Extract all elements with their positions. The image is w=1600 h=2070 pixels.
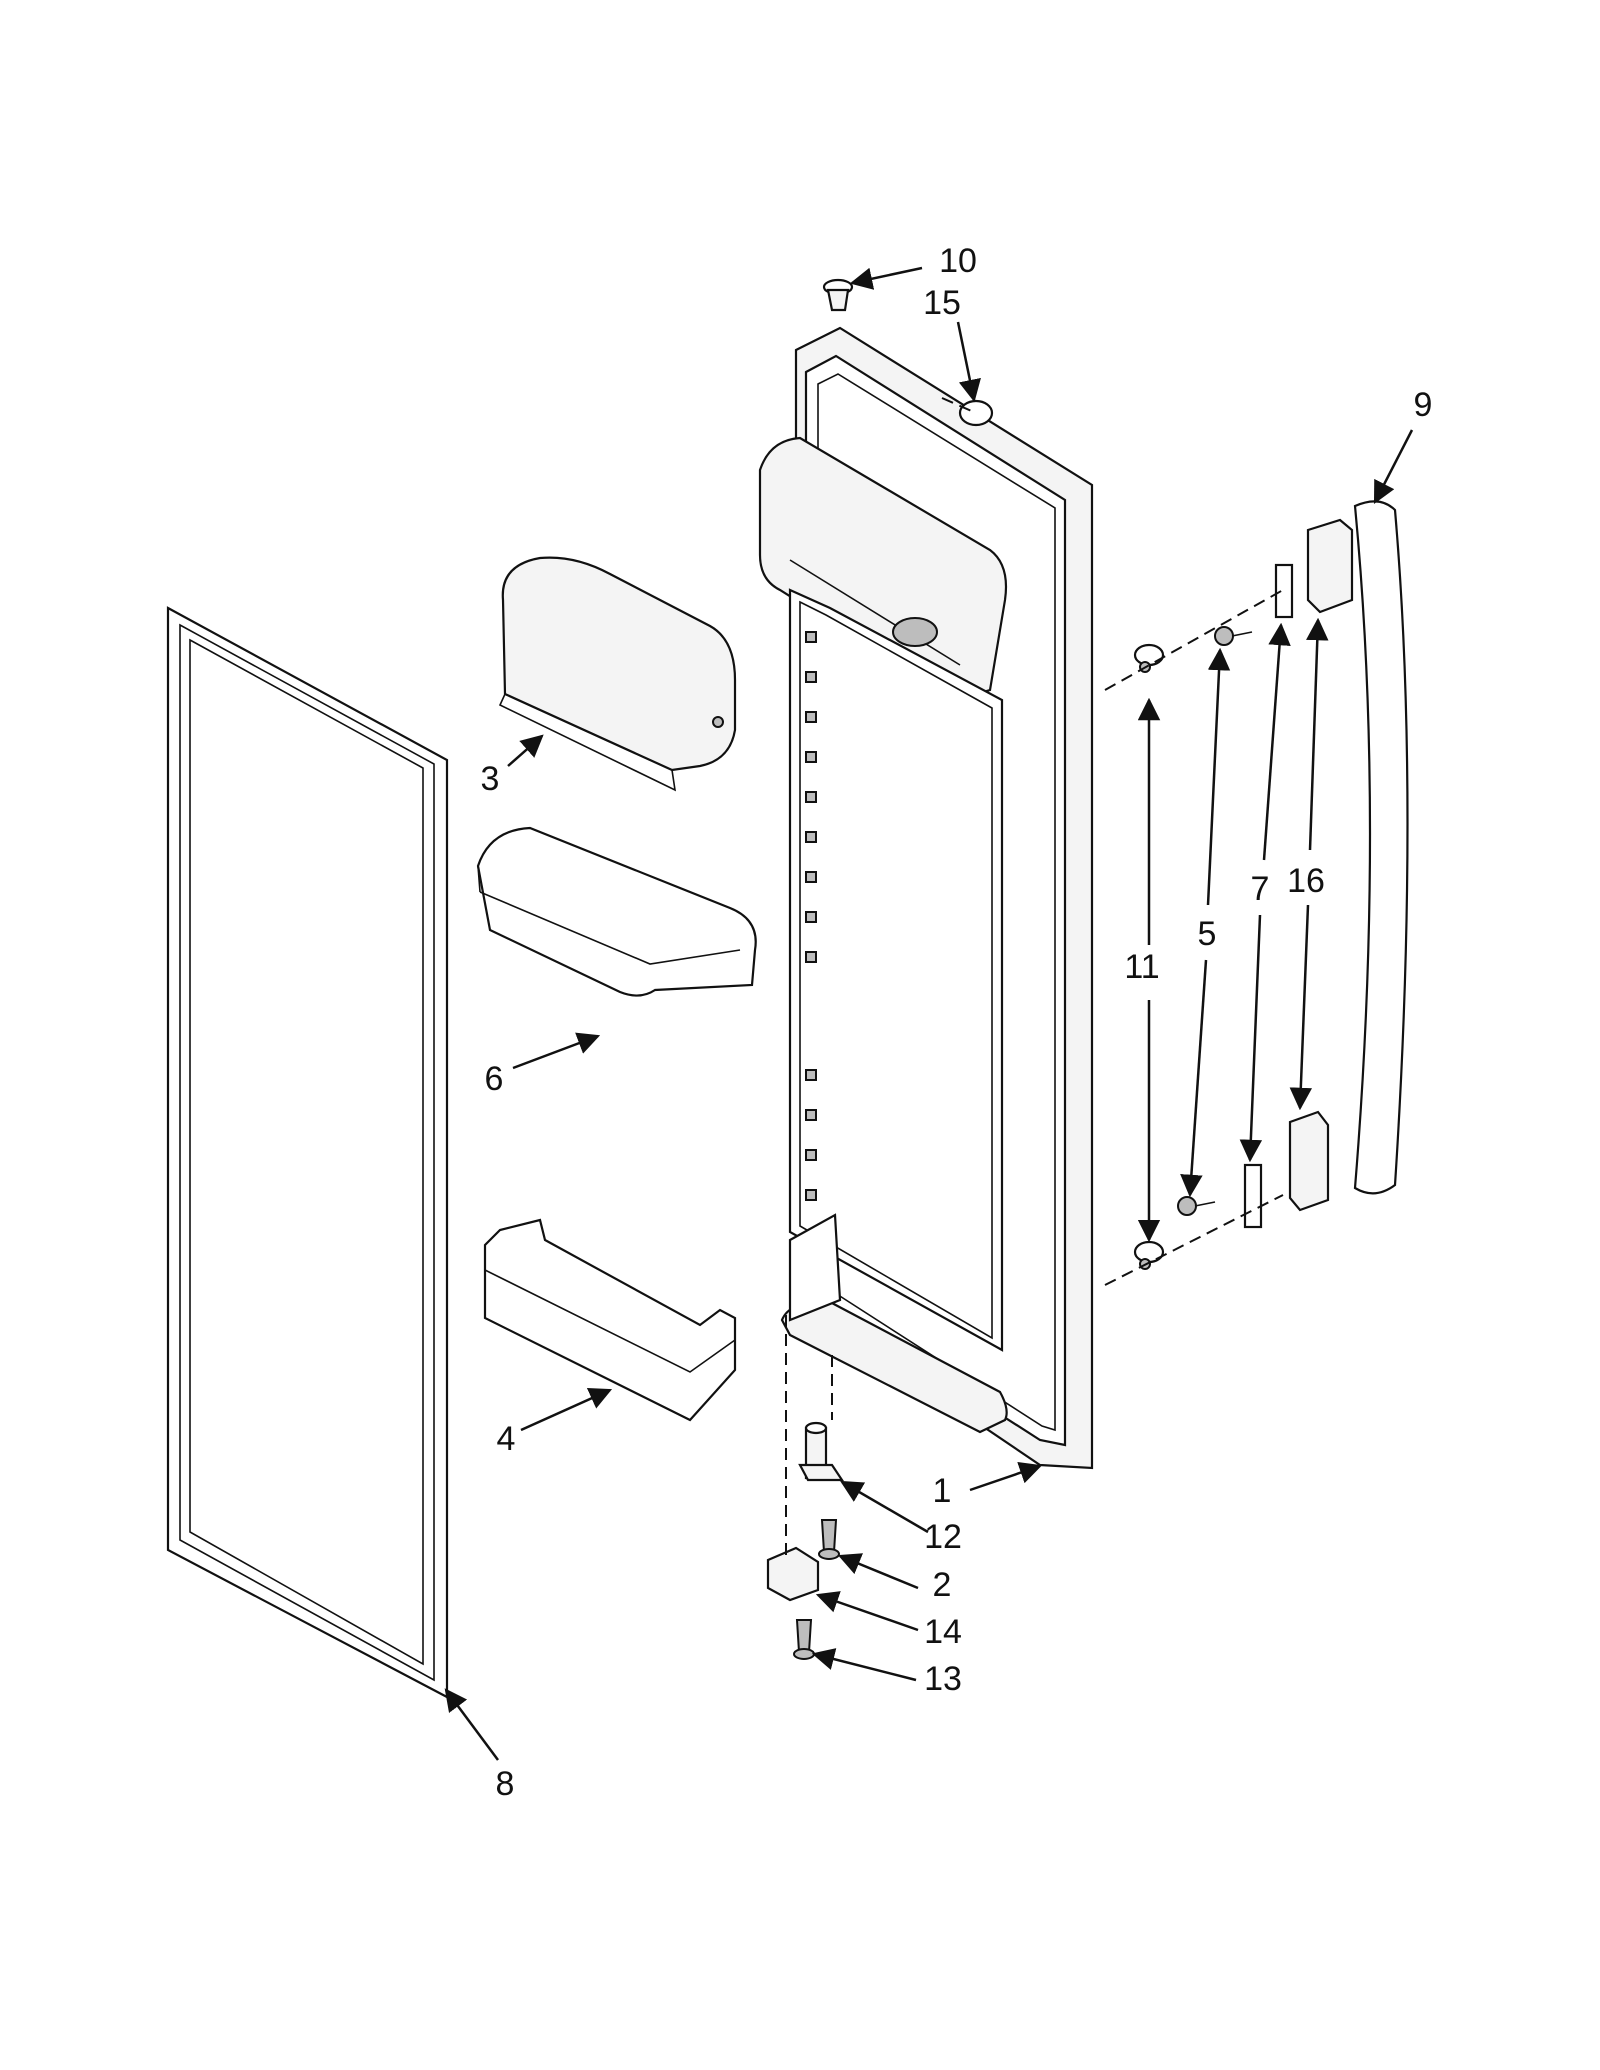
handle-end-cap-top [1306, 518, 1354, 614]
door-liner [758, 326, 1094, 1470]
callout-15: 15 [923, 284, 961, 322]
door-handle [1353, 500, 1409, 1195]
callout-16: 16 [1287, 862, 1325, 900]
door-gasket [166, 606, 449, 1699]
hinge-screw-upper [818, 1519, 840, 1560]
screw-bottom [1177, 1196, 1216, 1216]
door-bin [476, 826, 757, 997]
callout-3: 3 [481, 760, 500, 798]
handle-end-cap-bottom [1288, 1110, 1330, 1212]
callout-4: 4 [497, 1420, 516, 1458]
handle-bracket-top [1274, 563, 1294, 619]
bottom-door-bin [483, 1218, 737, 1422]
lower-hinge [766, 1546, 820, 1602]
callout-11: 11 [1124, 948, 1159, 986]
hinge-pin-bushing [798, 1421, 845, 1482]
hinge-screw-lower [793, 1619, 815, 1660]
callout-2: 2 [933, 1566, 952, 1604]
callout-10: 10 [939, 242, 977, 280]
handle-stud-top [1133, 643, 1165, 673]
callout-13: 13 [924, 1660, 962, 1698]
callout-9: 9 [1414, 386, 1433, 424]
callout-14: 14 [924, 1613, 962, 1651]
handle-bracket-bottom [1243, 1163, 1263, 1229]
callout-8: 8 [496, 1765, 515, 1803]
hinge-pin-plug [822, 278, 854, 312]
liner-studs [805, 631, 817, 1201]
callout-7: 7 [1251, 870, 1270, 908]
screw-top [1214, 626, 1253, 646]
handle-stud-bottom [1133, 1240, 1165, 1270]
callout-12: 12 [924, 1518, 962, 1556]
dairy-compartment [498, 556, 737, 792]
callout-1: 1 [933, 1472, 952, 1510]
washer [958, 399, 994, 427]
callout-6: 6 [485, 1060, 504, 1098]
callout-5: 5 [1198, 915, 1217, 953]
leader-lines [444, 266, 1414, 1761]
